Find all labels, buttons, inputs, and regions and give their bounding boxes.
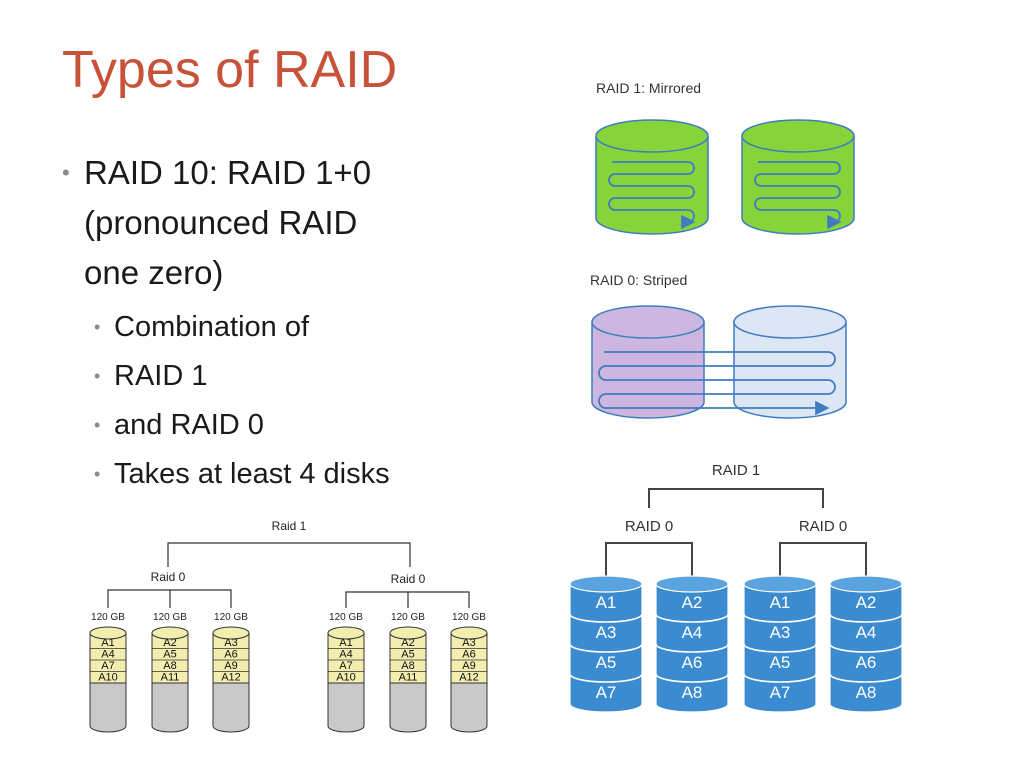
raid10-capacity-block-label: A8 [163,660,176,672]
sub-bullet-raid1: RAID 1 [62,359,482,393]
raid10-capacity-block-label: A6 [224,649,237,661]
raid10-capacity-block-label: A6 [462,649,475,661]
raid10-capacity-block-label: A10 [336,672,356,684]
raid10-capacity-block-label: A7 [339,660,352,672]
raid10-capacity-top-label: Raid 1 [272,519,307,533]
mirrored-disk-2 [741,119,855,235]
raid10-capacity-block-label: A5 [401,649,414,661]
raid10-blue-block-label: A3 [596,623,617,642]
raid10-capacity-block-label: A8 [401,660,414,672]
raid10-blue-bracket-2 [779,542,867,580]
raid10-capacity-bracket-2 [345,591,470,608]
bullet-raid10: RAID 10: RAID 1+0 (pronounced RAID one z… [62,148,482,298]
raid10-capacity-block-label: A2 [163,637,176,649]
raid10-capacity-top-bracket [167,542,411,567]
raid10-capacity-group-label-1: Raid 0 [151,570,186,584]
raid10-blue-group-label-2: RAID 0 [799,518,847,535]
striped-title: RAID 0: Striped [590,272,687,288]
raid10-blue-block-label: A3 [770,623,791,642]
raid10-capacity-disk-size: 120 GB [391,612,425,623]
raid10-capacity-block-label: A11 [161,672,180,684]
raid10-capacity-diagram: Raid 1 Raid 0 Raid 0 120 GBA1A4A7A10120 … [89,519,488,733]
raid10-blue-block-label: A8 [682,683,703,702]
raid10-blue-block-label: A1 [770,593,791,612]
raid10-capacity-block-label: A11 [399,672,418,684]
raid10-capacity-disk-size: 120 GB [329,612,363,623]
mirrored-disk-1 [595,119,709,235]
sub-bullet-combination: Combination of [62,310,482,344]
raid10-blue-block-label: A5 [596,653,617,672]
raid10-capacity-block-label: A5 [163,649,176,661]
raid10-blue-block-label: A4 [682,623,703,642]
striped-data-path [598,351,836,416]
raid10-blue-block-label: A7 [770,683,791,702]
raid10-capacity-disk-size: 120 GB [214,612,248,623]
raid10-blue-block-label: A6 [856,653,877,672]
raid10-capacity-block-label: A4 [101,649,114,661]
mirrored-title: RAID 1: Mirrored [596,80,701,96]
raid10-blue-block-label: A1 [596,593,617,612]
raid10-capacity-block-label: A2 [401,637,414,649]
raid10-blue-block-label: A8 [856,683,877,702]
raid10-blue-diagram: RAID 1 RAID 0 RAID 0 A1A3A5A7A2A4A6A8A1A… [569,462,903,713]
raid10-blue-block-label: A6 [682,653,703,672]
raid10-blue-block-label: A2 [856,593,877,612]
raid10-capacity-block-label: A9 [462,660,475,672]
bullet-raid10-line-2: (pronounced RAID [84,204,358,241]
raid10-blue-bracket-1 [605,542,693,580]
striped-diagram: RAID 0: Striped [590,272,847,419]
slide-title: Types of RAID [62,41,398,99]
raid10-capacity-block-label: A9 [224,660,237,672]
raid10-blue-block-label: A4 [856,623,877,642]
raid10-capacity-disk-size: 120 GB [153,612,187,623]
raid10-capacity-block-label: A12 [459,672,479,684]
striped-disk-2 [733,305,847,419]
raid10-blue-block-label: A2 [682,593,703,612]
raid10-capacity-block-label: A3 [462,637,475,649]
raid10-blue-top-bracket [648,488,824,508]
bullet-raid10-line-1: RAID 10: RAID 1+0 [84,154,372,191]
raid10-capacity-block-label: A10 [98,672,118,684]
raid10-blue-top-label: RAID 1 [712,462,760,479]
raid10-capacity-block-label: A1 [101,637,114,649]
striped-disk-1 [591,305,705,419]
raid10-capacity-block-label: A12 [221,672,241,684]
bullet-raid10-line-3: one zero) [84,254,224,291]
mirrored-diagram: RAID 1: Mirrored [595,80,855,235]
sub-bullet-raid0: and RAID 0 [62,408,482,442]
raid10-capacity-block-label: A3 [224,637,237,649]
raid10-blue-group-label-1: RAID 0 [625,518,673,535]
raid10-blue-block-label: A5 [770,653,791,672]
raid10-blue-block-label: A7 [596,683,617,702]
raid10-capacity-block-label: A4 [339,649,352,661]
bullet-list: RAID 10: RAID 1+0 (pronounced RAID one z… [62,148,482,491]
raid10-capacity-group-label-2: Raid 0 [391,572,426,586]
sub-bullet-four-disks: Takes at least 4 disks [62,457,482,491]
raid10-capacity-disk-size: 120 GB [452,612,486,623]
raid10-capacity-disk-size: 120 GB [91,612,125,623]
raid10-capacity-block-label: A7 [101,660,114,672]
raid10-capacity-bracket-1 [107,589,232,608]
raid10-capacity-block-label: A1 [339,637,352,649]
